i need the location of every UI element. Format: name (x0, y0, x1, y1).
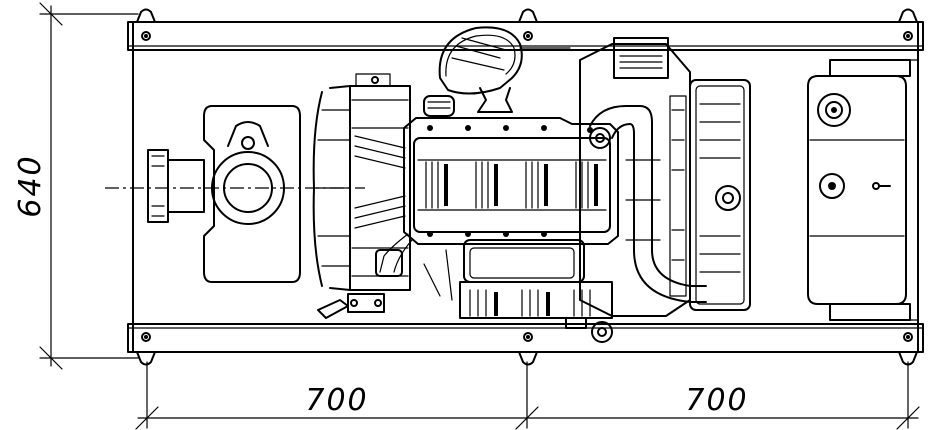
air-filter (423, 26, 571, 117)
fuel-tank (807, 59, 919, 321)
height-dimension: 640 (13, 2, 139, 370)
radiator (579, 37, 751, 317)
alternator-housing (147, 73, 411, 319)
height-dimension-label: 640 (13, 154, 48, 217)
engine-block (375, 117, 619, 277)
exhaust-pipe (589, 105, 707, 303)
right-width-label: 700 (685, 383, 748, 418)
left-width-label: 700 (305, 383, 368, 418)
width-dimensions: 700 700 (135, 361, 920, 430)
oil-sump (423, 239, 613, 343)
cylinder-ribs (425, 161, 598, 209)
